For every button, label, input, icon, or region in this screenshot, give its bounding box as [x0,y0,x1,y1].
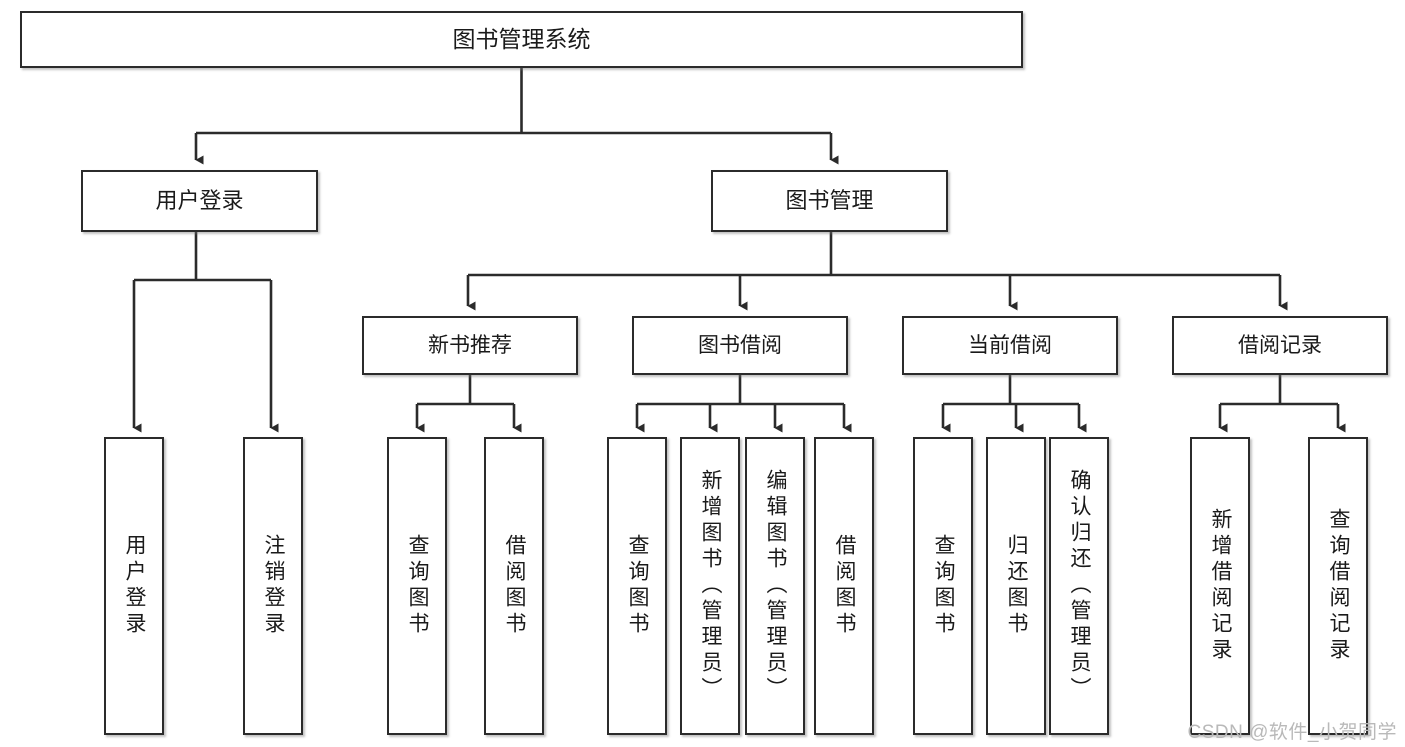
node-new-book-recommend[interactable]: 新书推荐 [362,316,578,375]
leaf-borrow-book-label: 借阅图书 [833,534,857,638]
leaf-query-book-recommend-label: 查询图书 [406,534,430,638]
leaf-add-book-admin-label: 新增图书（管理员） [699,469,723,703]
leaf-add-borrow-record-label: 新增借阅记录 [1209,508,1233,664]
node-root-label: 图书管理系统 [452,26,591,53]
leaf-query-book-recommend[interactable]: 查询图书 [387,437,447,735]
leaf-user-login-label: 用户登录 [123,534,147,638]
leaf-logout[interactable]: 注销登录 [243,437,303,735]
leaf-query-borrow-record[interactable]: 查询借阅记录 [1308,437,1368,735]
leaf-user-login[interactable]: 用户登录 [104,437,164,735]
leaf-edit-book-admin[interactable]: 编辑图书（管理员） [745,437,805,735]
leaf-return-book[interactable]: 归还图书 [986,437,1046,735]
node-user-login[interactable]: 用户登录 [81,170,318,232]
leaf-return-book-label: 归还图书 [1005,534,1029,638]
node-new-book-recommend-label: 新书推荐 [428,333,512,357]
leaf-add-borrow-record[interactable]: 新增借阅记录 [1190,437,1250,735]
watermark-text: CSDN @软件_小贺同学 [1187,722,1397,743]
leaf-query-book-borrow[interactable]: 查询图书 [607,437,667,735]
node-book-borrow-label: 图书借阅 [698,333,782,357]
leaf-query-book-current-label: 查询图书 [932,534,956,638]
leaf-borrow-book[interactable]: 借阅图书 [814,437,874,735]
node-root[interactable]: 图书管理系统 [20,11,1023,68]
node-book-borrow[interactable]: 图书借阅 [632,316,848,375]
node-borrow-record-label: 借阅记录 [1238,333,1322,357]
node-current-borrow[interactable]: 当前借阅 [902,316,1118,375]
node-book-management[interactable]: 图书管理 [711,170,948,232]
leaf-borrow-book-recommend-label: 借阅图书 [503,534,527,638]
leaf-borrow-book-recommend[interactable]: 借阅图书 [484,437,544,735]
leaf-logout-label: 注销登录 [262,534,286,638]
leaf-query-book-current[interactable]: 查询图书 [913,437,973,735]
leaf-edit-book-admin-label: 编辑图书（管理员） [764,469,788,703]
node-current-borrow-label: 当前借阅 [968,333,1052,357]
leaf-query-borrow-record-label: 查询借阅记录 [1327,508,1351,664]
node-borrow-record[interactable]: 借阅记录 [1172,316,1388,375]
node-book-management-label: 图书管理 [785,188,874,214]
leaf-query-book-borrow-label: 查询图书 [626,534,650,638]
leaf-confirm-return-admin-label: 确认归还（管理员） [1068,469,1092,703]
leaf-add-book-admin[interactable]: 新增图书（管理员） [680,437,740,735]
leaf-confirm-return-admin[interactable]: 确认归还（管理员） [1049,437,1109,735]
node-user-login-label: 用户登录 [155,188,244,214]
